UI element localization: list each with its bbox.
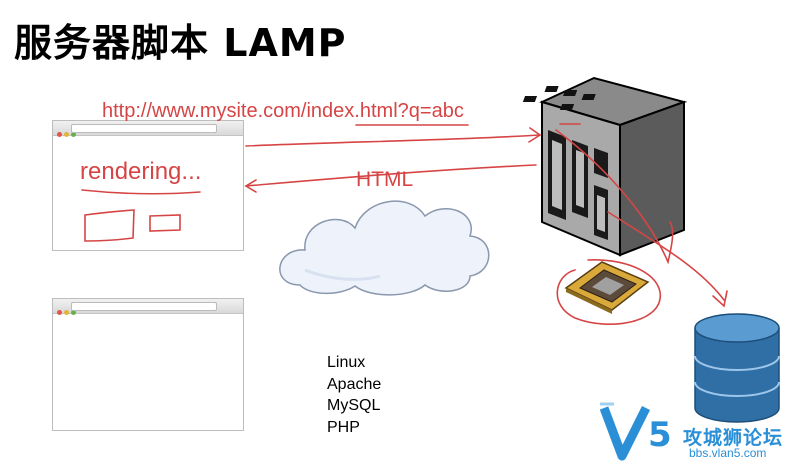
stack-item-language: PHP — [327, 418, 360, 436]
browser-status-text: rendering... — [80, 158, 202, 185]
stack-item-os: Linux — [327, 354, 366, 371]
database-icon — [694, 313, 780, 423]
cloud-icon — [279, 200, 490, 296]
watermark-name: 攻城狮论坛 — [683, 427, 784, 449]
browser-toolbar — [53, 299, 243, 315]
logo-icon: 5 — [599, 402, 672, 461]
response-label: HTML — [356, 168, 414, 191]
window-controls — [57, 302, 78, 320]
watermark-site: bbs.vlan5.com — [689, 446, 767, 460]
server-icon — [522, 76, 688, 257]
stack-item-web-server: Apache — [327, 375, 382, 393]
browser-window-bottom — [52, 298, 244, 431]
address-bar — [71, 302, 217, 311]
request-url: http://www.mysite.com/index.html?q=abc — [102, 100, 464, 122]
svg-text:5: 5 — [648, 415, 672, 455]
window-controls — [57, 124, 78, 142]
annotation-strokes — [81, 123, 728, 325]
stack-item-database: MySQL — [327, 397, 381, 414]
cpu-chip-icon — [564, 261, 650, 314]
browser-window-top — [52, 120, 244, 251]
address-bar — [71, 124, 217, 133]
slide-title: 服务器脚本 LAMP — [14, 21, 347, 65]
browser-toolbar — [53, 121, 243, 137]
lamp-stack-list: Linux Apache MySQL PHP — [327, 352, 381, 438]
